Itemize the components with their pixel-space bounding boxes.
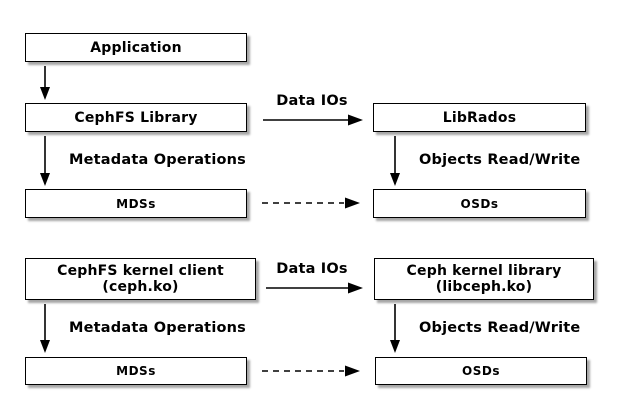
arrow-head [40, 87, 50, 100]
application-box: Application [25, 33, 247, 62]
arrow-mdss-to-osds-top-dashed [262, 197, 360, 209]
arrow-head [348, 282, 363, 294]
arrow-head [348, 114, 363, 126]
mdss-label-bottom: MDSs [116, 364, 156, 378]
osds-box-top: OSDs [373, 189, 586, 218]
cephfs-library-label: CephFS Library [74, 109, 198, 126]
arrow-head [40, 340, 50, 353]
cephfs-kernel-client-label: CephFS kernel client [57, 263, 224, 279]
osds-box-bottom: OSDs [375, 357, 587, 385]
arrow-head [345, 197, 360, 209]
cephfs-kernel-client-box: CephFS kernel client (ceph.ko) [25, 258, 256, 300]
objects-read-write-label-top: Objects Read/Write [419, 152, 581, 168]
arrow-head [390, 340, 400, 353]
arrow-mdss-to-osds-bottom-dashed [262, 365, 360, 377]
mdss-label-top: MDSs [116, 196, 156, 211]
arrow-head [40, 173, 50, 186]
objects-read-write-label-bottom: Objects Read/Write [419, 320, 581, 336]
arrow-application-to-cephfs-library [40, 66, 50, 100]
arrow-kernel-library-to-osds [390, 304, 400, 353]
ceph-kernel-library-box: Ceph kernel library (libceph.ko) [374, 258, 594, 300]
librados-box: LibRados [373, 103, 586, 132]
arrow-kernel-client-to-mdss [40, 304, 50, 353]
arrow-data-ios-top [263, 114, 363, 126]
ceph-kernel-library-label: Ceph kernel library [406, 263, 562, 279]
cephfs-library-box: CephFS Library [25, 103, 247, 132]
ceph-kernel-library-sublabel: (libceph.ko) [435, 279, 533, 295]
cephfs-kernel-client-sublabel: (ceph.ko) [102, 279, 179, 295]
application-label: Application [90, 39, 182, 56]
arrow-librados-to-osds [390, 136, 400, 186]
arrow-data-ios-bottom [266, 282, 363, 294]
metadata-operations-label-top: Metadata Operations [69, 152, 246, 168]
osds-label-top: OSDs [460, 196, 499, 211]
metadata-operations-label-bottom: Metadata Operations [69, 320, 246, 336]
arrow-cephfs-library-to-mdss [40, 136, 50, 186]
arrow-head [390, 173, 400, 186]
data-ios-label-top: Data IOs [276, 93, 348, 109]
arrow-head [345, 365, 360, 377]
mdss-box-top: MDSs [25, 189, 247, 218]
osds-label-bottom: OSDs [462, 364, 500, 378]
data-ios-label-bottom: Data IOs [276, 261, 348, 277]
librados-label: LibRados [442, 109, 517, 126]
mdss-box-bottom: MDSs [25, 357, 247, 385]
